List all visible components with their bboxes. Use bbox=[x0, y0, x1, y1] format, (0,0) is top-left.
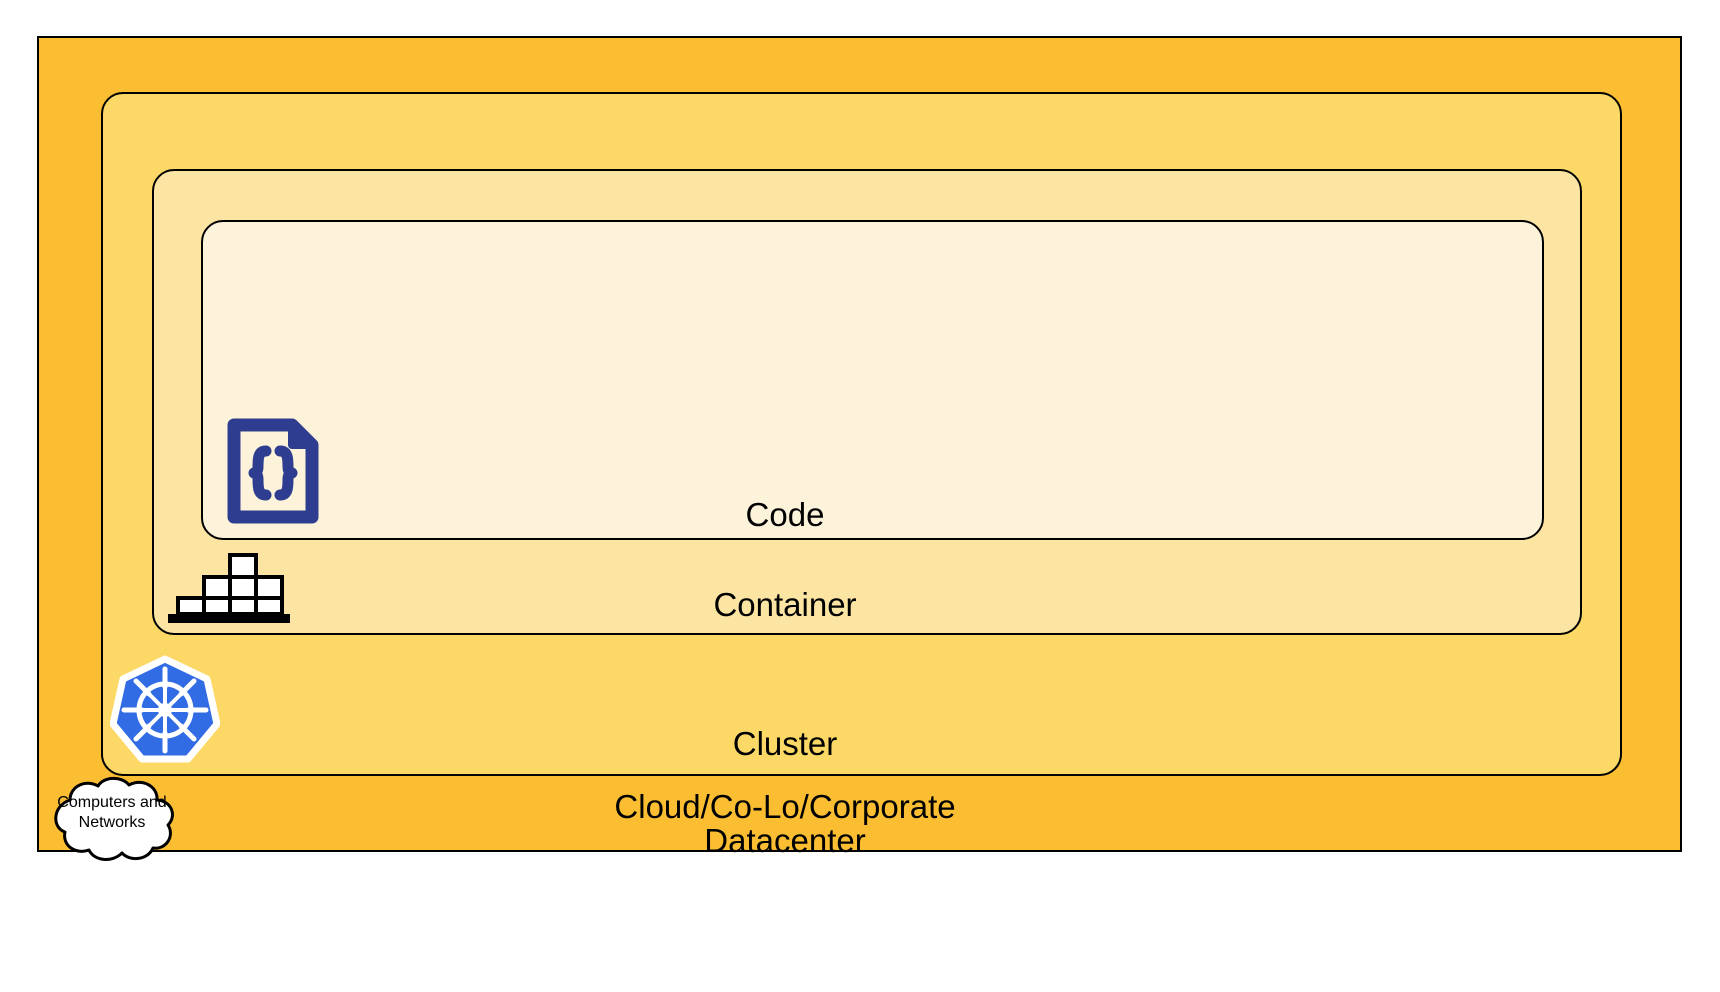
datacenter-label-line-1: Cloud/Co-Lo/Corporate bbox=[614, 788, 956, 825]
layer-label-container: Container bbox=[713, 586, 857, 623]
layer-label-code: Code bbox=[745, 496, 825, 533]
stacked-blocks-icon bbox=[168, 553, 290, 625]
computers-networks-cloud-shape bbox=[36, 774, 188, 864]
code-file-braces-icon bbox=[222, 415, 322, 527]
datacenter-label-line-2: Datacenter bbox=[704, 822, 866, 859]
layer-label-datacenter: Cloud/Co-Lo/Corporate Datacenter bbox=[0, 790, 1570, 858]
layer-label-cluster: Cluster bbox=[732, 725, 838, 762]
kubernetes-helm-icon bbox=[109, 655, 221, 765]
layer-code bbox=[201, 220, 1544, 540]
